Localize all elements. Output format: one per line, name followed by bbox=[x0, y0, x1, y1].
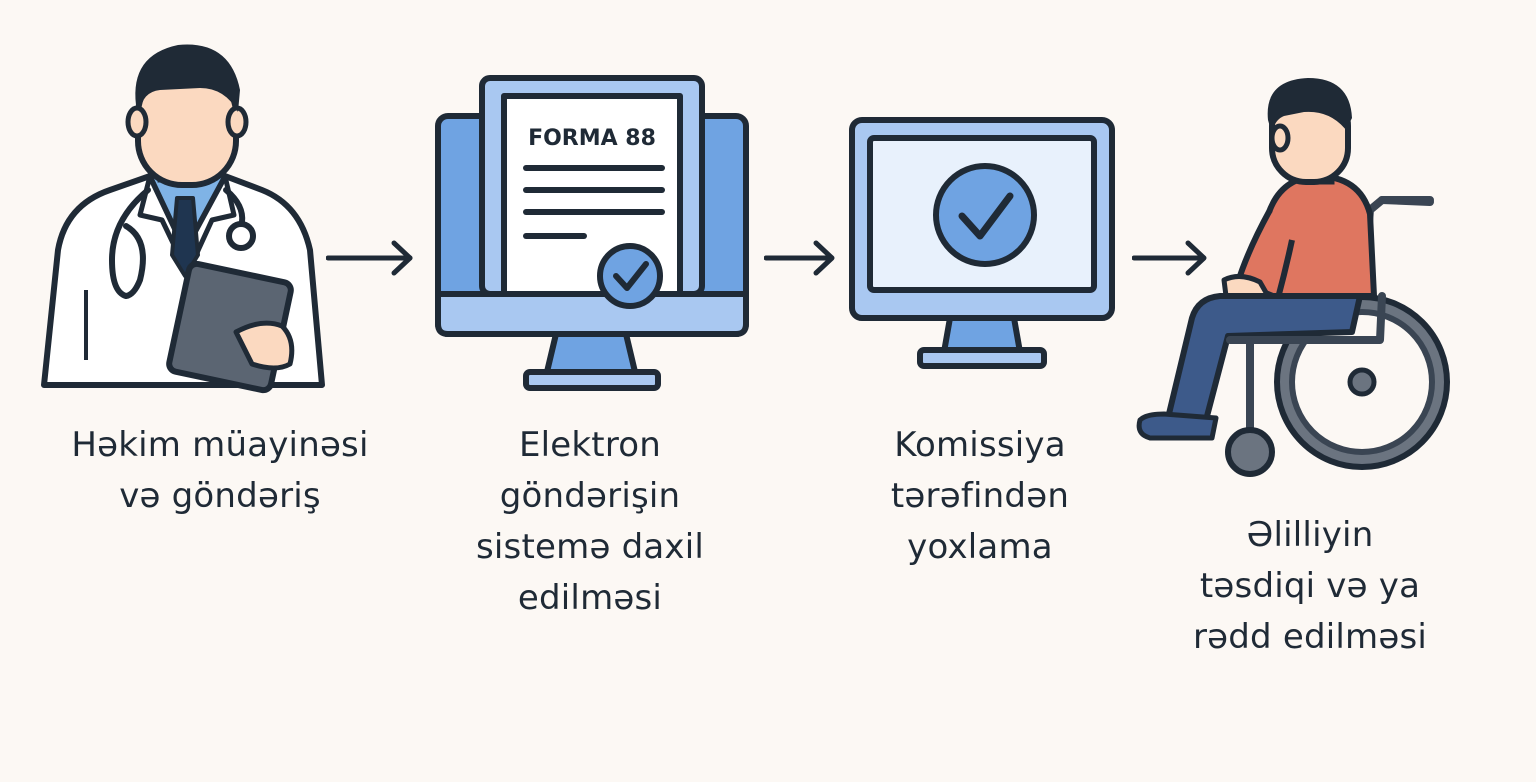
arrow-right-icon bbox=[326, 240, 413, 276]
step-label: Həkim müayinəsi və göndəriş bbox=[71, 425, 369, 516]
step-label: Elektron göndərişin sistemə daxil edilmə… bbox=[476, 425, 704, 618]
doctor-icon bbox=[41, 44, 325, 394]
step-label: Komissiya tərəfindən yoxlama bbox=[890, 425, 1070, 567]
arrow-right-icon bbox=[764, 240, 835, 276]
monitor-form-icon: FORMA 88 bbox=[435, 75, 749, 391]
arrow-right-icon bbox=[1132, 240, 1207, 276]
step-commission-check: Komissiya tərəfindən yoxlama bbox=[840, 0, 1130, 782]
step-label: Əlilliyin təsdiqi və ya rədd edilməsi bbox=[1192, 515, 1428, 657]
form-title: FORMA 88 bbox=[528, 126, 656, 151]
step-disability-decision: Əlilliyin təsdiqi və ya rədd edilməsi bbox=[1120, 0, 1536, 782]
step-electronic-submission: FORMA 88 Elektron göndərişin sistemə dax… bbox=[430, 0, 760, 782]
step-doctor: Həkim müayinəsi və göndəriş bbox=[0, 0, 400, 782]
wheelchair-person-icon bbox=[1136, 78, 1450, 477]
monitor-check-icon bbox=[849, 117, 1115, 369]
